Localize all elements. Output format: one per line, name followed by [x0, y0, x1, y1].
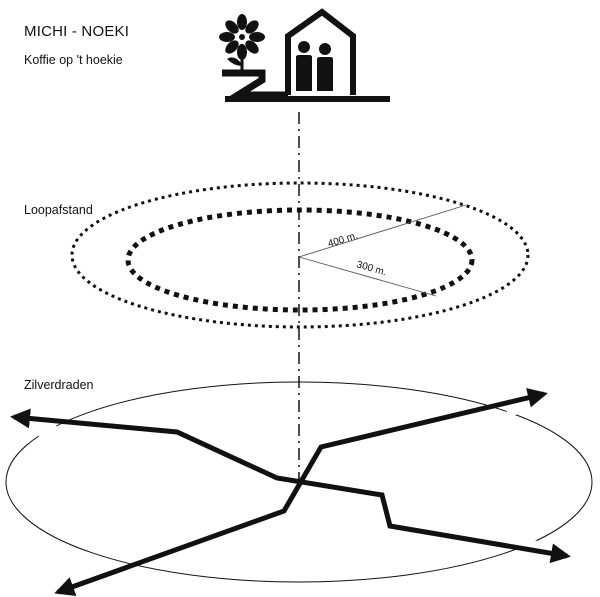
logo	[219, 8, 390, 102]
page-subtitle: Koffie op 't hoekie	[24, 53, 123, 67]
outer-radius-line	[298, 204, 467, 258]
path-icon	[222, 69, 288, 99]
people-icon	[296, 41, 333, 91]
walking-distance-label: Loopafstand	[24, 203, 93, 217]
ellipse-gaps	[37, 399, 539, 578]
silver-thread-1	[10, 408, 571, 564]
inner-distance-ring	[125, 207, 475, 313]
flower-icon	[219, 14, 265, 74]
outer-distance-label: 400 m.	[327, 230, 359, 249]
outer-distance-ring	[70, 181, 530, 329]
inner-radius-line	[298, 256, 437, 297]
silver-thread-2	[54, 387, 548, 597]
page-title: MICHI - NOEKI	[24, 23, 130, 40]
inner-distance-label: 300 m.	[355, 259, 387, 278]
house-icon	[225, 8, 390, 102]
